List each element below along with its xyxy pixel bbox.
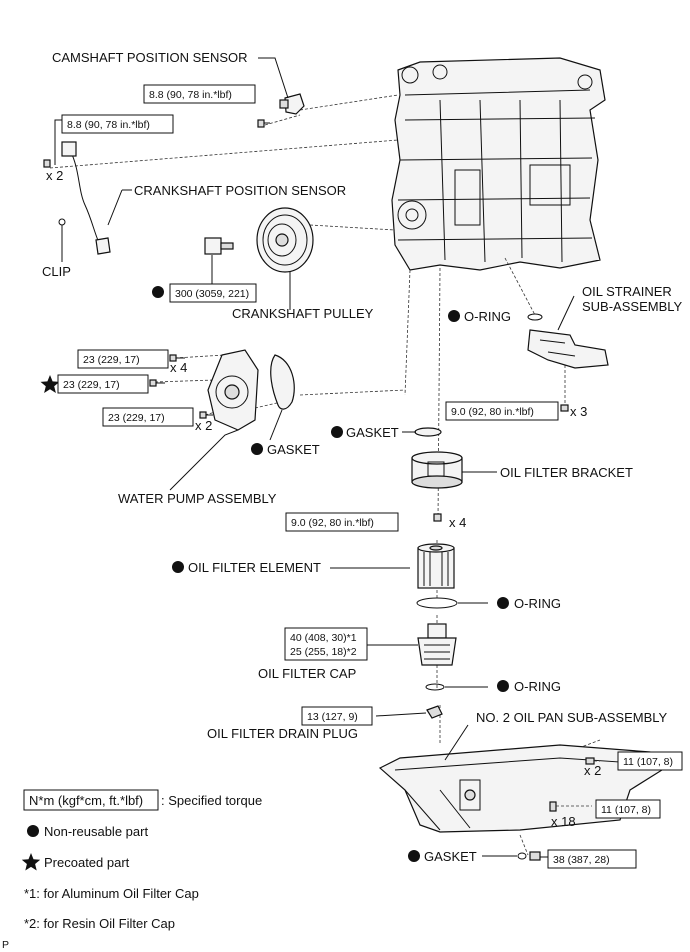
engine-block-illustration [391, 57, 606, 271]
camshaft-position-sensor [279, 93, 305, 115]
label-gasket-pump: GASKET [267, 442, 320, 457]
torque-pan-plug: 38 (387, 28) [553, 854, 610, 866]
label-oil-filter-bracket: OIL FILTER BRACKET [500, 465, 633, 480]
strainer-o-ring [527, 313, 543, 321]
label-oil-pan: NO. 2 OIL PAN SUB-ASSEMBLY [476, 710, 668, 725]
oil-pan-bolt-b [549, 801, 557, 812]
nonreusable-marker-oring3 [497, 680, 509, 692]
nonreusable-marker-gasket-pan [408, 850, 420, 862]
nonreusable-marker-oring1 [448, 310, 460, 322]
torque-drain-plug: 13 (127, 9) [307, 711, 358, 723]
nonreusable-marker-gasket-filter [331, 426, 343, 438]
strainer-bolt [560, 404, 569, 412]
water-pump-gasket [270, 354, 295, 410]
label-clip: CLIP [42, 264, 71, 279]
nonreusable-marker-gasket-pump [251, 443, 263, 455]
torque-cam-sensor: 8.8 (90, 78 in.*lbf) [149, 89, 232, 101]
torque-pump-b: 23 (229, 17) [63, 379, 120, 391]
oil-filter-bracket [411, 451, 463, 489]
legend-note-1: *1: for Aluminum Oil Filter Cap [24, 886, 199, 901]
crankshaft-pulley-bolt [204, 237, 234, 255]
label-crankshaft-pulley: CRANKSHAFT PULLEY [232, 306, 374, 321]
label-camshaft-sensor: CAMSHAFT POSITION SENSOR [52, 50, 248, 65]
label-water-pump: WATER PUMP ASSEMBLY [118, 491, 277, 506]
label-drain-plug: OIL FILTER DRAIN PLUG [207, 726, 358, 741]
oil-filter-cap [417, 623, 457, 666]
label-gasket-pan: GASKET [424, 849, 477, 864]
legend-nonreusable: Non-reusable part [44, 824, 148, 839]
filter-o-ring-small [425, 683, 445, 691]
legend-torque-units: N*m (kgf*cm, ft.*lbf) [29, 793, 143, 808]
precoated-marker-pump [40, 375, 60, 393]
qty-crank-sensor-bolt: x 2 [46, 168, 63, 183]
torque-crank-sensor: 8.8 (90, 78 in.*lbf) [67, 119, 150, 131]
torque-cap-aluminum: 40 (408, 30)*1 [290, 632, 357, 644]
oil-filter-gasket [414, 427, 442, 437]
corner-mark: P [2, 939, 9, 951]
legend-precoated-icon [21, 853, 41, 871]
assembly-guide-lines [49, 94, 601, 856]
oil-filter-bracket-bolt [433, 513, 442, 522]
label-o-ring-1: O-RING [464, 309, 511, 324]
oil-filter-element [417, 543, 455, 589]
qty-bracket: x 4 [449, 515, 466, 530]
label-o-ring-3: O-RING [514, 679, 561, 694]
torque-cap-resin: 25 (255, 18)*2 [290, 646, 357, 658]
qty-strainer: x 3 [570, 404, 587, 419]
torque-strainer: 9.0 (92, 80 in.*lbf) [451, 406, 534, 418]
label-oil-strainer-1: OIL STRAINER [582, 284, 672, 299]
label-oil-filter-element: OIL FILTER ELEMENT [188, 560, 321, 575]
crank-sensor-bolt [43, 159, 51, 168]
torque-pan-b: 11 (107, 8) [601, 804, 651, 816]
torque-pump-a: 23 (229, 17) [83, 354, 140, 366]
torque-pump-c: 23 (229, 17) [108, 412, 165, 424]
legend-note-2: *2: for Resin Oil Filter Cap [24, 916, 175, 931]
oil-pan-gasket [517, 852, 527, 860]
water-pump-bolts [149, 354, 213, 419]
torque-bracket: 9.0 (92, 80 in.*lbf) [291, 517, 374, 529]
qty-pan-a: x 2 [584, 763, 601, 778]
legend-torque-text: : Specified torque [161, 793, 262, 808]
torque-pan-a: 11 (107, 8) [623, 756, 673, 768]
nonreusable-marker-pulley-bolt [152, 286, 164, 298]
crankshaft-pulley [256, 207, 314, 273]
torque-pulley: 300 (3059, 221) [175, 288, 249, 300]
oil-filter-drain-plug [426, 705, 443, 719]
crankshaft-position-sensor [61, 141, 111, 255]
water-pump-assembly [207, 349, 259, 431]
label-o-ring-2: O-RING [514, 596, 561, 611]
label-oil-filter-cap: OIL FILTER CAP [258, 666, 356, 681]
nonreusable-marker-oring2 [497, 597, 509, 609]
qty-pump-a: x 4 [170, 360, 187, 375]
filter-o-ring-large [416, 597, 458, 609]
camshaft-sensor-bolt [257, 119, 270, 128]
clip-part [58, 218, 66, 226]
qty-pan-b: x 18 [551, 814, 576, 829]
qty-pump-c: x 2 [195, 418, 212, 433]
label-crankshaft-sensor: CRANKSHAFT POSITION SENSOR [134, 183, 346, 198]
oil-strainer-subassembly [527, 329, 609, 369]
legend-precoated: Precoated part [44, 855, 130, 870]
label-oil-strainer-2: SUB-ASSEMBLY [582, 299, 683, 314]
nonreusable-marker-filter-element [172, 561, 184, 573]
legend-nonreusable-icon [27, 825, 39, 837]
oil-pan-drain-plug [529, 851, 541, 861]
label-gasket-filter: GASKET [346, 425, 399, 440]
